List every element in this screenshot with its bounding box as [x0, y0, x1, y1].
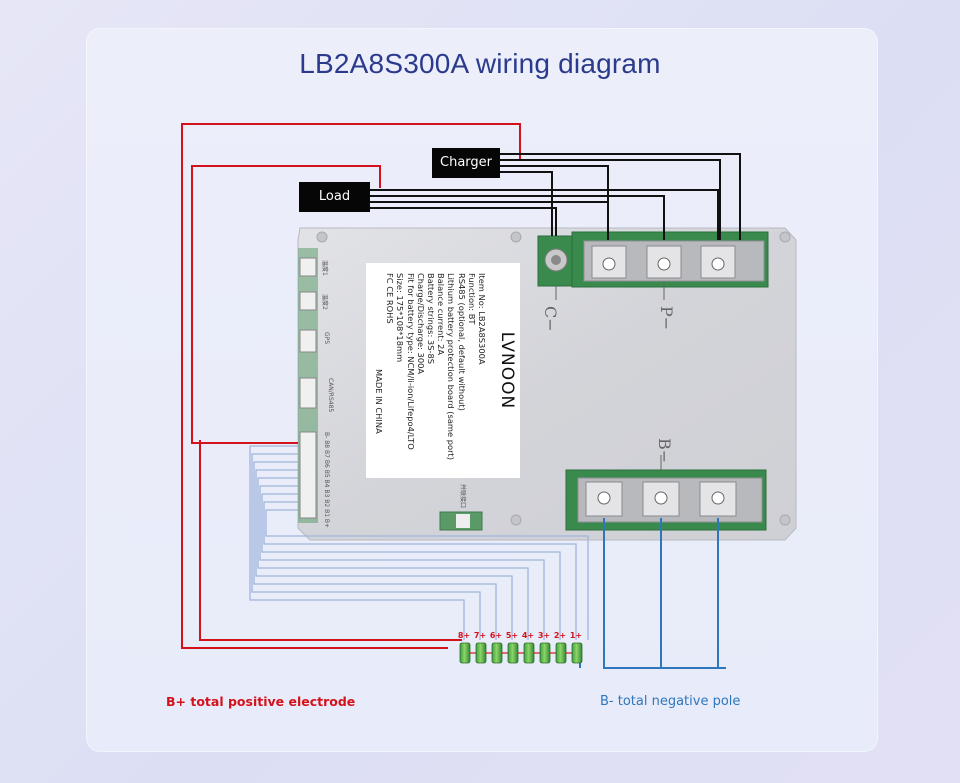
battery-cell	[475, 642, 487, 664]
charger-wire	[500, 159, 721, 240]
spec-label: LVNOON Item No: LB2A8S300A Function: BT …	[366, 263, 520, 478]
load-wire	[370, 189, 719, 240]
spec-line: Charge/Discharge: 300A	[415, 273, 426, 375]
b-plus-wire	[199, 440, 462, 641]
balance-wire	[263, 501, 577, 640]
spec-line: Balance current: 2A	[436, 273, 447, 356]
spec-line: FC CE ROHS	[385, 273, 396, 324]
cell-label-4: 4+	[521, 631, 535, 640]
temp2-label: 温度2	[321, 294, 328, 310]
temp1-label: 温度1	[321, 260, 328, 276]
load-wire	[370, 195, 665, 240]
balance-port-label: B- B8 B7 B6 B5 B4 B3 B2 B1 B+	[323, 432, 330, 529]
spec-line: Item No: LB2A8S300A	[477, 273, 487, 365]
mount-hole	[779, 514, 791, 526]
balance-wire	[257, 477, 529, 640]
charger-wire	[500, 171, 553, 236]
c-minus-label: C−	[541, 306, 560, 332]
cell-label-2: 2+	[553, 631, 567, 640]
battery-cell	[459, 642, 471, 664]
signal-wires	[370, 153, 741, 240]
charger-wire	[500, 153, 741, 240]
spec-line: Function: BT	[466, 273, 477, 325]
battery-cell	[491, 642, 503, 664]
temp-connector	[299, 257, 317, 277]
b-plus-caption: B+ total positive electrode	[166, 694, 356, 709]
balance-wire	[261, 493, 561, 640]
p-minus-label: P−	[657, 306, 676, 331]
balance-wire	[259, 485, 545, 640]
balance-wire	[255, 469, 513, 640]
battery-cell	[571, 642, 583, 664]
load-positive-wire	[191, 165, 381, 444]
parallel-port-label: 并联接口	[459, 484, 466, 509]
spec-line: RS485 (optional, default without)	[456, 273, 467, 411]
mount-hole	[316, 231, 328, 243]
parallel-port-socket	[456, 514, 470, 528]
spec-line: Fit for battery type: NCM/li-ion/Lifepo4…	[405, 273, 416, 450]
spec-line: Battery strings: 3S-8S	[425, 273, 436, 365]
battery-cell	[555, 642, 567, 664]
cell-label-6: 6+	[489, 631, 503, 640]
brand-name: LVNOON	[497, 331, 517, 410]
load-wire	[370, 207, 557, 236]
cell-label-1: 1+	[569, 631, 583, 640]
balance-wire	[265, 509, 589, 640]
mount-hole	[510, 231, 522, 243]
cell-label-5: 5+	[505, 631, 519, 640]
b-minus-label: B−	[655, 438, 674, 464]
cell-label-7: 7+	[473, 631, 487, 640]
spec-lines: Item No: LB2A8S300A Function: BT RS485 (…	[385, 273, 487, 473]
balance-connector	[299, 431, 317, 519]
gps-label: GPS	[323, 332, 330, 345]
b-minus-caption: B- total negative pole	[600, 694, 741, 709]
gps-connector	[299, 329, 317, 353]
battery-cell	[523, 642, 535, 664]
spec-line: Size: 175*108*18mm	[395, 273, 406, 363]
balance-wire	[249, 445, 465, 640]
b-minus-wire	[603, 518, 726, 669]
cell-label-8: 8+	[457, 631, 471, 640]
battery-cells	[459, 642, 583, 664]
charger-label: Charger	[432, 148, 500, 178]
balance-wire	[251, 453, 481, 640]
load-wire	[370, 201, 609, 240]
temp-connector	[299, 291, 317, 311]
load-label: Load	[299, 182, 370, 212]
battery-cell	[539, 642, 551, 664]
balance-wire	[253, 461, 497, 640]
made-in-label: MADE IN CHINA	[374, 369, 384, 434]
battery-cell	[507, 642, 519, 664]
mount-hole	[779, 231, 791, 243]
diagram-title: LB2A8S300A wiring diagram	[299, 48, 661, 79]
negative-wires	[579, 518, 726, 669]
mount-hole	[510, 514, 522, 526]
balance-wires	[249, 445, 589, 640]
cell-label-3: 3+	[537, 631, 551, 640]
rs485-connector	[299, 377, 317, 409]
can-rs485-label: CAN/RS485	[327, 378, 334, 413]
spec-line: Lithium battery protection board (same p…	[446, 273, 457, 460]
